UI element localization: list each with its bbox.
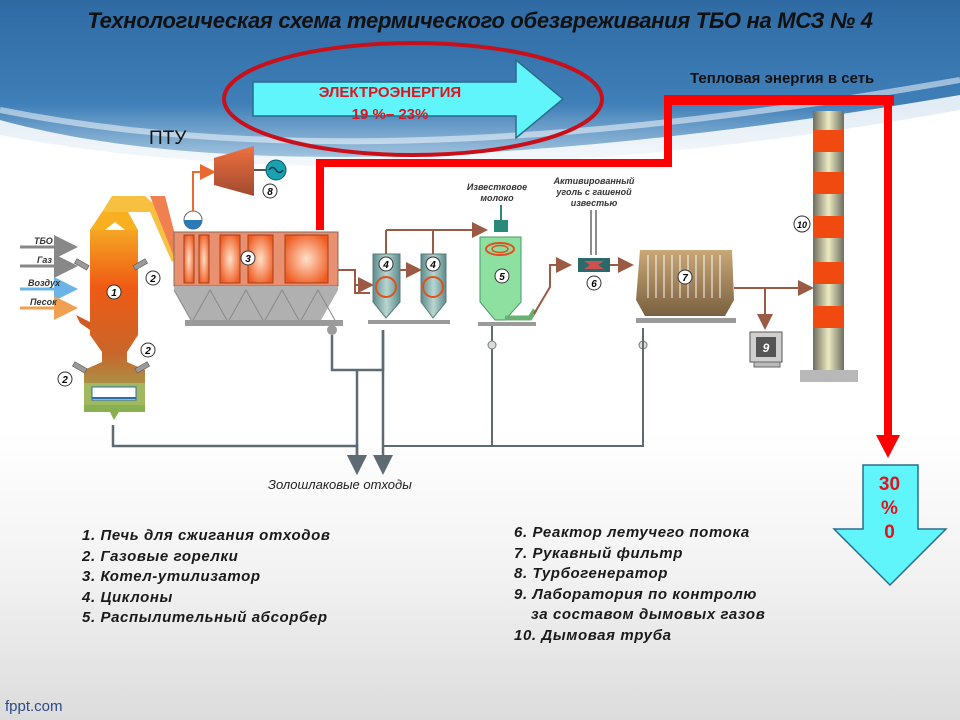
svg-text:10: 10 [797,220,807,230]
activated-carbon-label: Активированный уголь с гашеной известью [553,176,635,208]
input-label-sand: Песок [30,297,57,307]
badge-1: 1 [106,284,122,300]
legend-item: 8. Турбогенератор [514,565,668,582]
legend-item: 3. Котел-утилизатор [82,568,261,585]
heat-arrow-head [876,435,900,458]
badge-7: 7 [677,269,693,285]
svg-text:5: 5 [499,272,505,283]
cyclones-4 [368,229,480,324]
svg-text:4: 4 [382,260,389,271]
heat-percentage-arrow [832,464,948,587]
footer-brand: fppt.com [5,698,63,715]
waste-heat-boiler-3 [173,210,343,335]
legend-item: 4. Циклоны [82,588,173,606]
monitoring-lab-9 [749,331,783,368]
turbogenerator-8 [192,146,287,211]
badge-3: 3 [240,250,256,266]
furnace-1 [72,196,182,420]
badge-2: 2 [145,270,161,286]
electricity-label: ЭЛЕКТРОЭНЕРГИЯ 19 %– 23% [255,82,525,126]
badge-2b: 2 [140,342,156,358]
input-label-msw: ТБО [34,236,53,246]
legend-item: 9. Лаборатория по контролю [514,585,757,603]
badge-8: 8 [262,183,278,199]
page-title: Технологическая схема термического обезв… [87,8,873,33]
svg-text:2: 2 [149,274,156,285]
svg-text:2: 2 [144,346,151,357]
legend-right: 6. Реактор летучего потока 7. Рукавный ф… [514,523,765,646]
heat-percent-label: 30 % 0 [878,474,901,543]
spray-absorber-5 [478,205,538,326]
badge-6: 6 [586,275,602,291]
electricity-title: ЭЛЕКТРОЭНЕРГИЯ [318,84,462,101]
svg-text:8: 8 [267,187,273,198]
heat-network-line [316,95,894,435]
legend-item: за составом дымовых газов [531,606,766,623]
legend-item: 6. Реактор летучего потока [514,524,750,541]
badge-4a: 4 [378,256,394,272]
svg-text:1: 1 [111,288,117,299]
svg-text:2: 2 [61,375,68,386]
input-label-gas: Газ [37,255,53,265]
legend-left: 1. Печь для сжигания отходов 2. Газовые … [82,526,331,629]
feed-arrows [20,235,78,320]
svg-text:6: 6 [591,279,597,290]
badge-9: 9 [763,341,770,355]
lime-milk-label: Известковое молоко [466,182,528,203]
badge-2c: 2 [57,371,73,387]
smoke-stack-10 [800,111,858,382]
svg-text:7: 7 [682,273,688,284]
bag-filter-7 [636,250,736,350]
svg-text:9: 9 [763,341,770,355]
legend-item: 2. Газовые горелки [82,547,239,565]
equipment-badges: 1 2 2 2 3 4 4 5 6 7 8 9 10 [57,183,811,387]
ash-waste-label: Золошлаковые отходы [268,477,412,492]
flue-reactor-6 [578,210,634,273]
badge-4b: 4 [425,256,441,272]
electricity-percent: 19 %– 23% [351,106,429,123]
legend-item: 1. Печь для сжигания отходов [82,527,331,544]
svg-text:4: 4 [429,260,436,271]
electricity-output [222,41,604,157]
svg-text:3: 3 [245,254,251,265]
steam-turbine-unit-label: ПТУ [149,128,187,149]
legend-item: 7. Рукавный фильтр [514,544,684,562]
legend-item: 10. Дымовая труба [514,626,672,644]
badge-10: 10 [793,215,811,233]
badge-5: 5 [494,268,510,284]
legend-item: 5. Распылительный абсорбер [82,609,328,626]
input-label-air: Воздух [28,278,61,288]
heat-network-label: Тепловая энергия в сеть [690,70,875,87]
